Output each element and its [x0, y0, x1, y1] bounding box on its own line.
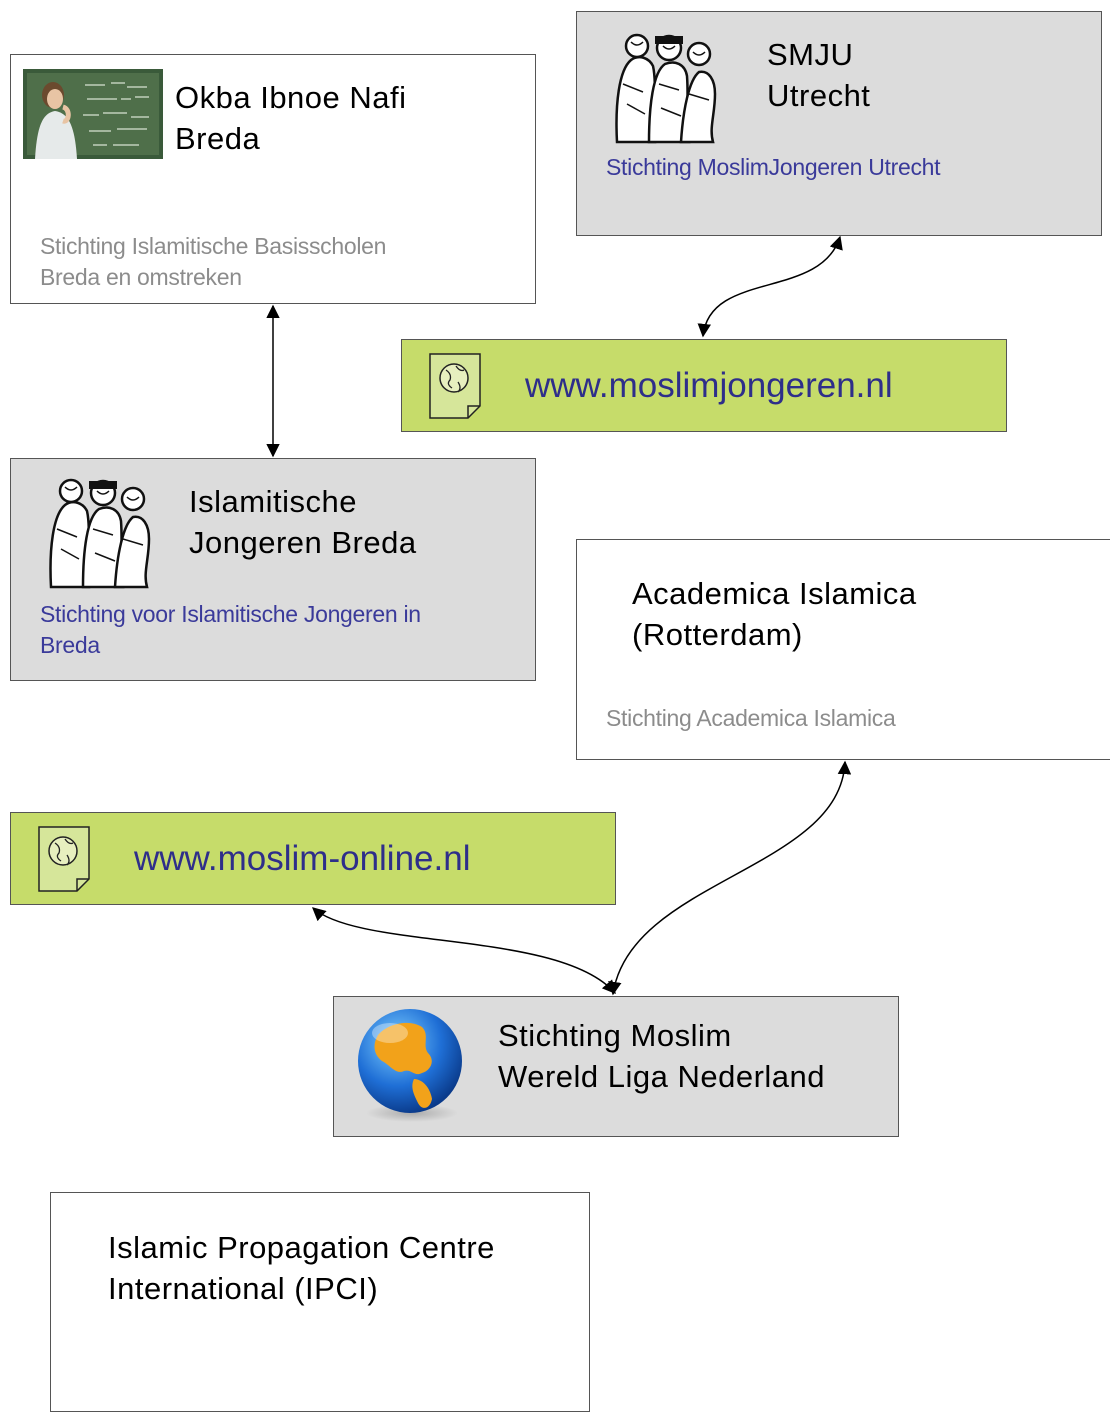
node-title: Islamic Propagation Centre International…	[108, 1230, 495, 1306]
node-smju-utrecht: SMJU Utrecht Stichting MoslimJongeren Ut…	[576, 11, 1102, 236]
web-page-globe-icon	[37, 825, 91, 893]
node-islamitische-jongeren-breda: Islamitische Jongeren Breda Stichting vo…	[10, 458, 536, 681]
node-moslim-wereld-liga: Stichting Moslim Wereld Liga Nederland	[333, 996, 899, 1137]
node-moslimjongeren-website: www.moslimjongeren.nl	[401, 339, 1007, 432]
connector-moslimonline-mwl	[311, 907, 616, 995]
node-title: Academica Islamica (Rotterdam)	[632, 576, 917, 652]
classroom-photo-icon	[23, 69, 163, 159]
node-subtitle: Stichting MoslimJongeren Utrecht	[606, 154, 941, 180]
node-academica-islamica: Academica Islamica (Rotterdam) Stichting…	[576, 539, 1110, 760]
web-page-globe-icon	[428, 352, 482, 420]
website-url[interactable]: www.moslim-online.nl	[134, 839, 471, 878]
node-subtitle: Stichting voor Islamitische Jongeren in …	[40, 601, 421, 658]
node-subtitle: Stichting Islamitische Basisscholen Bred…	[40, 233, 387, 290]
node-title: Islamitische Jongeren Breda	[189, 484, 417, 560]
connector-academica-mwl	[608, 760, 852, 996]
youths-sketch-icon	[43, 469, 153, 589]
node-ipci: Islamic Propagation Centre International…	[50, 1192, 590, 1412]
connector-smju-moslimjongeren	[697, 235, 843, 338]
node-title: Stichting Moslim Wereld Liga Nederland	[498, 1018, 826, 1094]
youths-sketch-icon	[609, 24, 719, 144]
node-moslim-online-website: www.moslim-online.nl	[10, 812, 616, 905]
globe-icon	[352, 1005, 470, 1125]
node-okba-ibnoe-nafi: Okba Ibnoe Nafi Breda Stichting Islamiti…	[10, 54, 536, 304]
node-subtitle: Stichting Academica Islamica	[606, 705, 896, 731]
node-title: SMJU Utrecht	[767, 37, 871, 113]
node-title: Okba Ibnoe Nafi Breda	[175, 80, 407, 156]
website-url[interactable]: www.moslimjongeren.nl	[525, 366, 893, 405]
